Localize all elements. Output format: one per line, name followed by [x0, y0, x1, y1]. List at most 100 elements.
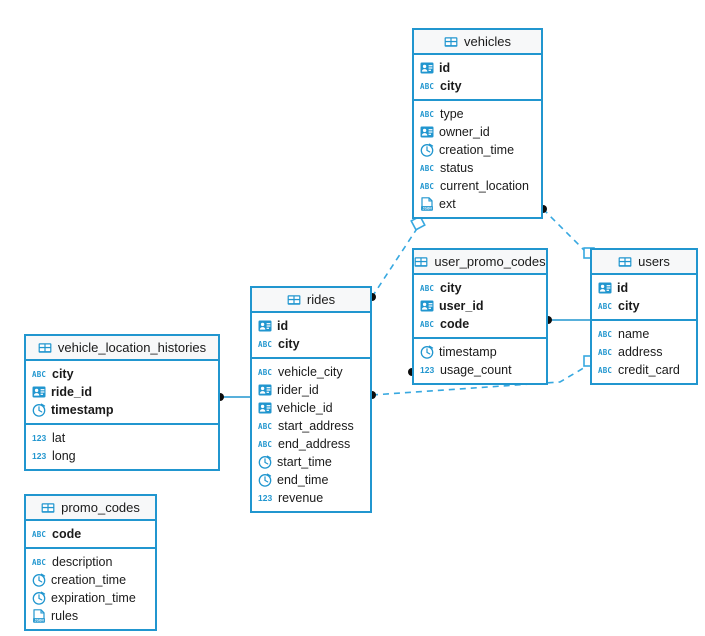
table-header-promo_codes[interactable]: promo_codes — [26, 496, 155, 521]
id-badge-icon — [420, 125, 434, 139]
column-row-start_time[interactable]: start_time — [252, 453, 370, 471]
relationship-vlh-rides[interactable] — [216, 393, 250, 401]
column-row-id[interactable]: id — [252, 317, 370, 335]
column-name: name — [618, 326, 650, 341]
column-row-user_id[interactable]: user_id — [414, 297, 546, 315]
column-row-timestamp[interactable]: timestamp — [414, 343, 546, 361]
table-title: vehicles — [464, 34, 511, 49]
column-name: current_location — [440, 178, 529, 193]
column-row-owner_id[interactable]: owner_id — [414, 123, 541, 141]
column-row-rider_id[interactable]: rider_id — [252, 381, 370, 399]
json-document-icon: JSON — [420, 197, 434, 211]
column-name: address — [618, 344, 663, 359]
column-row-id[interactable]: id — [414, 59, 541, 77]
clock-icon — [258, 455, 272, 469]
column-row-id[interactable]: id — [592, 279, 696, 297]
column-name: vehicle_id — [277, 400, 333, 415]
column-name: city — [278, 336, 300, 351]
table-grid-icon — [444, 35, 458, 49]
123-number-icon: 123 — [258, 493, 273, 503]
table-header-users[interactable]: users — [592, 250, 696, 275]
column-row-expiration_time[interactable]: expiration_time — [26, 589, 155, 607]
column-name: city — [52, 366, 74, 381]
column-name: start_time — [277, 454, 332, 469]
abc-text-icon: ABC — [258, 439, 273, 449]
column-name: city — [440, 280, 462, 295]
table-header-rides[interactable]: rides — [252, 288, 370, 313]
abc-text-icon: ABC — [598, 301, 613, 311]
column-row-vehicle_id[interactable]: vehicle_id — [252, 399, 370, 417]
svg-text:JSON: JSON — [34, 618, 44, 623]
abc-text-icon: ABC — [32, 529, 47, 539]
123-number-icon: 123 — [32, 451, 47, 461]
abc-text-icon: ABC — [598, 365, 613, 375]
table-title: users — [638, 254, 670, 269]
column-name: timestamp — [51, 402, 114, 417]
clock-icon — [32, 403, 46, 417]
column-name: description — [52, 554, 113, 569]
table-grid-icon — [41, 501, 55, 515]
clock-icon — [420, 345, 434, 359]
column-row-city[interactable]: ABC city — [26, 365, 218, 383]
column-row-creation_time[interactable]: creation_time — [414, 141, 541, 159]
table-header-vehicle_location_histories[interactable]: vehicle_location_histories — [26, 336, 218, 361]
table-header-user_promo_codes[interactable]: user_promo_codes — [414, 250, 546, 275]
column-row-end_time[interactable]: end_time — [252, 471, 370, 489]
column-name: creation_time — [439, 142, 515, 157]
abc-text-icon: ABC — [420, 81, 435, 91]
column-name: start_address — [278, 418, 354, 433]
column-row-timestamp[interactable]: timestamp — [26, 401, 218, 419]
column-name: usage_count — [440, 362, 512, 377]
column-name: id — [439, 60, 451, 75]
abc-text-icon: ABC — [32, 369, 47, 379]
column-name: end_time — [277, 472, 329, 487]
column-row-ride_id[interactable]: ride_id — [26, 383, 218, 401]
column-row-creation_time[interactable]: creation_time — [26, 571, 155, 589]
id-badge-icon — [258, 383, 272, 397]
abc-text-icon: ABC — [258, 421, 273, 431]
table-title: vehicle_location_histories — [57, 340, 207, 355]
table-grid-icon — [414, 255, 428, 269]
table-header-vehicles[interactable]: vehicles — [414, 30, 541, 55]
id-badge-icon — [32, 385, 46, 399]
column-row-start_address[interactable]: ABC start_address — [252, 417, 370, 435]
column-name: timestamp — [439, 344, 497, 359]
relationship-upc-users[interactable] — [544, 316, 590, 324]
column-name: code — [440, 316, 470, 331]
abc-text-icon: ABC — [258, 367, 273, 377]
